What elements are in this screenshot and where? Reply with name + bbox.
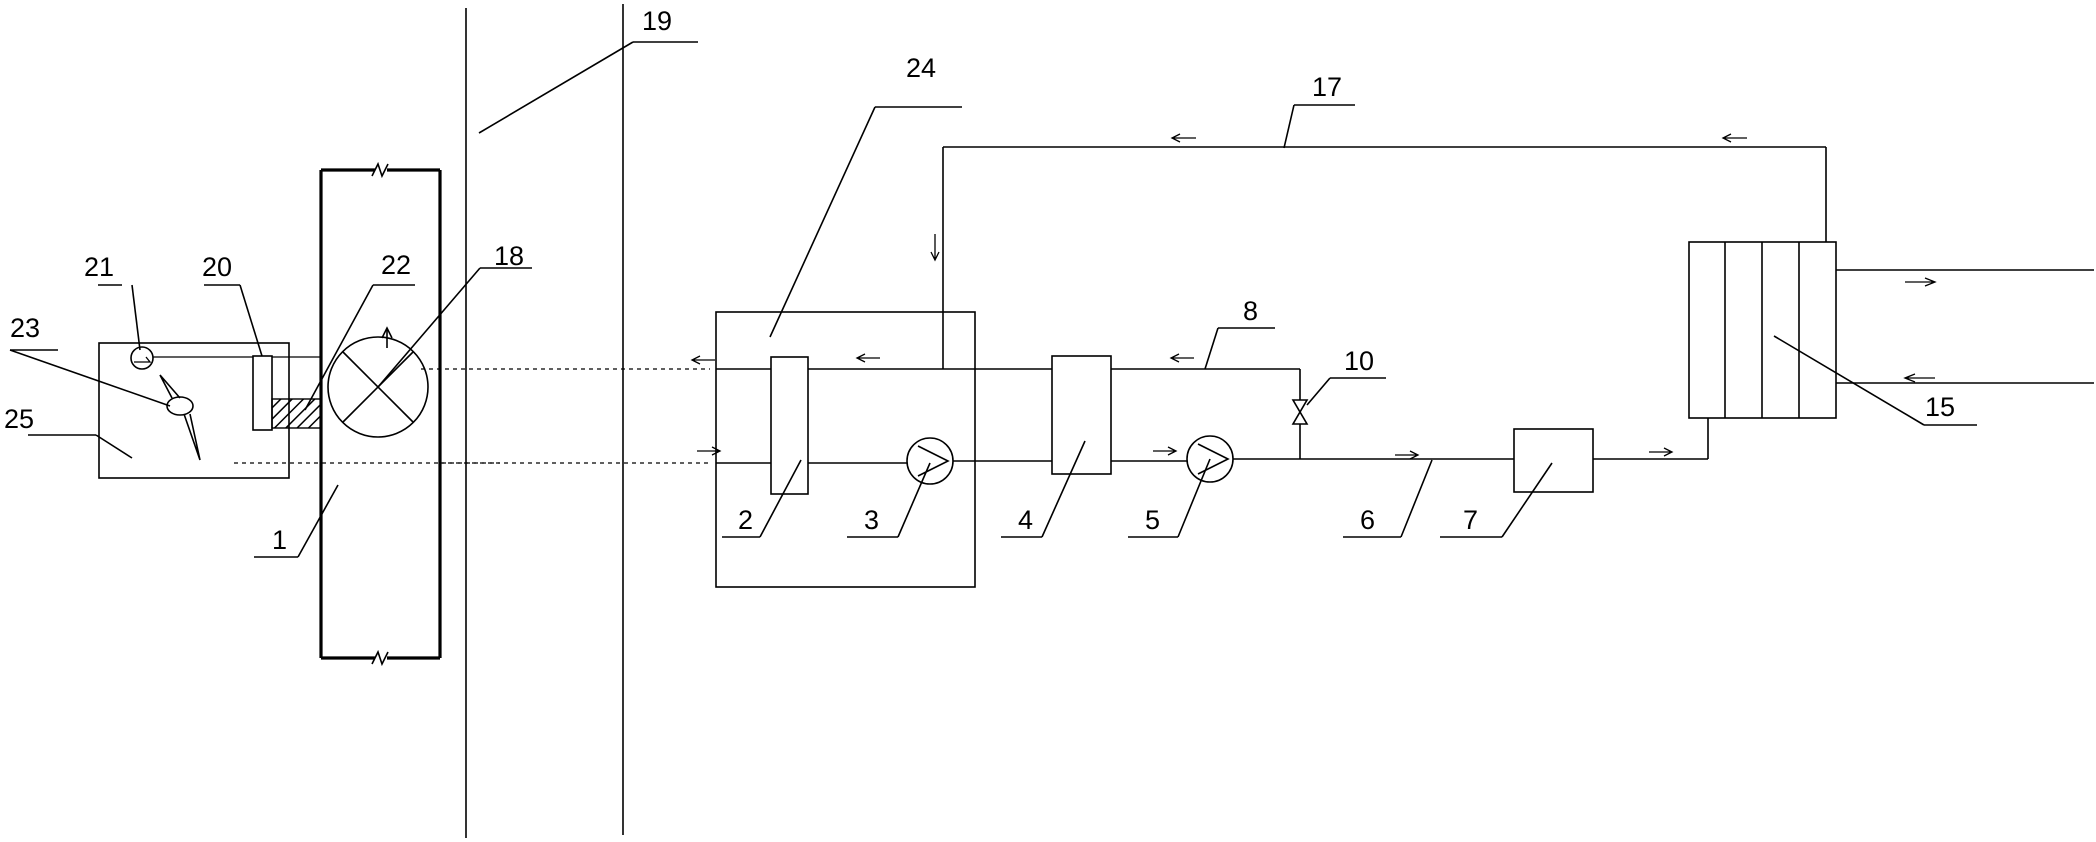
flow-arrows — [690, 133, 1937, 460]
label-15: 15 — [1925, 392, 1955, 422]
label-4: 4 — [1018, 505, 1033, 535]
fan-23-icon — [159, 374, 201, 461]
label-8: 8 — [1243, 296, 1258, 326]
label-23: 23 — [10, 313, 40, 343]
heat-exchanger-15 — [1688, 241, 2094, 419]
component-7 — [1513, 428, 1594, 493]
label-25: 25 — [4, 404, 34, 434]
label-18: 18 — [494, 241, 524, 271]
component-4 — [1051, 355, 1112, 475]
damper-18 — [327, 326, 429, 438]
hatched-link-22 — [271, 398, 322, 429]
label-19: 19 — [642, 6, 672, 36]
outdoor-unit-24 — [715, 311, 976, 588]
label-5: 5 — [1145, 505, 1160, 535]
sensor-21-icon — [130, 346, 154, 370]
valve-10-icon — [1291, 399, 1309, 425]
plate-20 — [252, 355, 273, 431]
wall — [465, 4, 624, 838]
label-7: 7 — [1463, 505, 1478, 535]
label-22: 22 — [381, 250, 411, 280]
label-21: 21 — [84, 252, 114, 282]
pump-3-icon — [906, 437, 954, 485]
label-1: 1 — [272, 525, 287, 555]
label-17: 17 — [1312, 72, 1342, 102]
heat-exchanger-2 — [770, 356, 809, 495]
label-2: 2 — [738, 505, 753, 535]
label-24: 24 — [906, 53, 936, 83]
label-3: 3 — [864, 505, 879, 535]
indoor-unit-25 — [98, 342, 500, 479]
label-10: 10 — [1344, 346, 1374, 376]
label-6: 6 — [1360, 505, 1375, 535]
label-20: 20 — [202, 252, 232, 282]
connection-pipes-dashed — [421, 368, 710, 464]
labels: 19 24 17 8 10 15 7 6 5 4 3 2 1 25 23 21 … — [4, 6, 1955, 555]
leader-lines — [9, 41, 1977, 558]
main-pipes — [942, 146, 1827, 493]
duct-1 — [319, 161, 442, 667]
